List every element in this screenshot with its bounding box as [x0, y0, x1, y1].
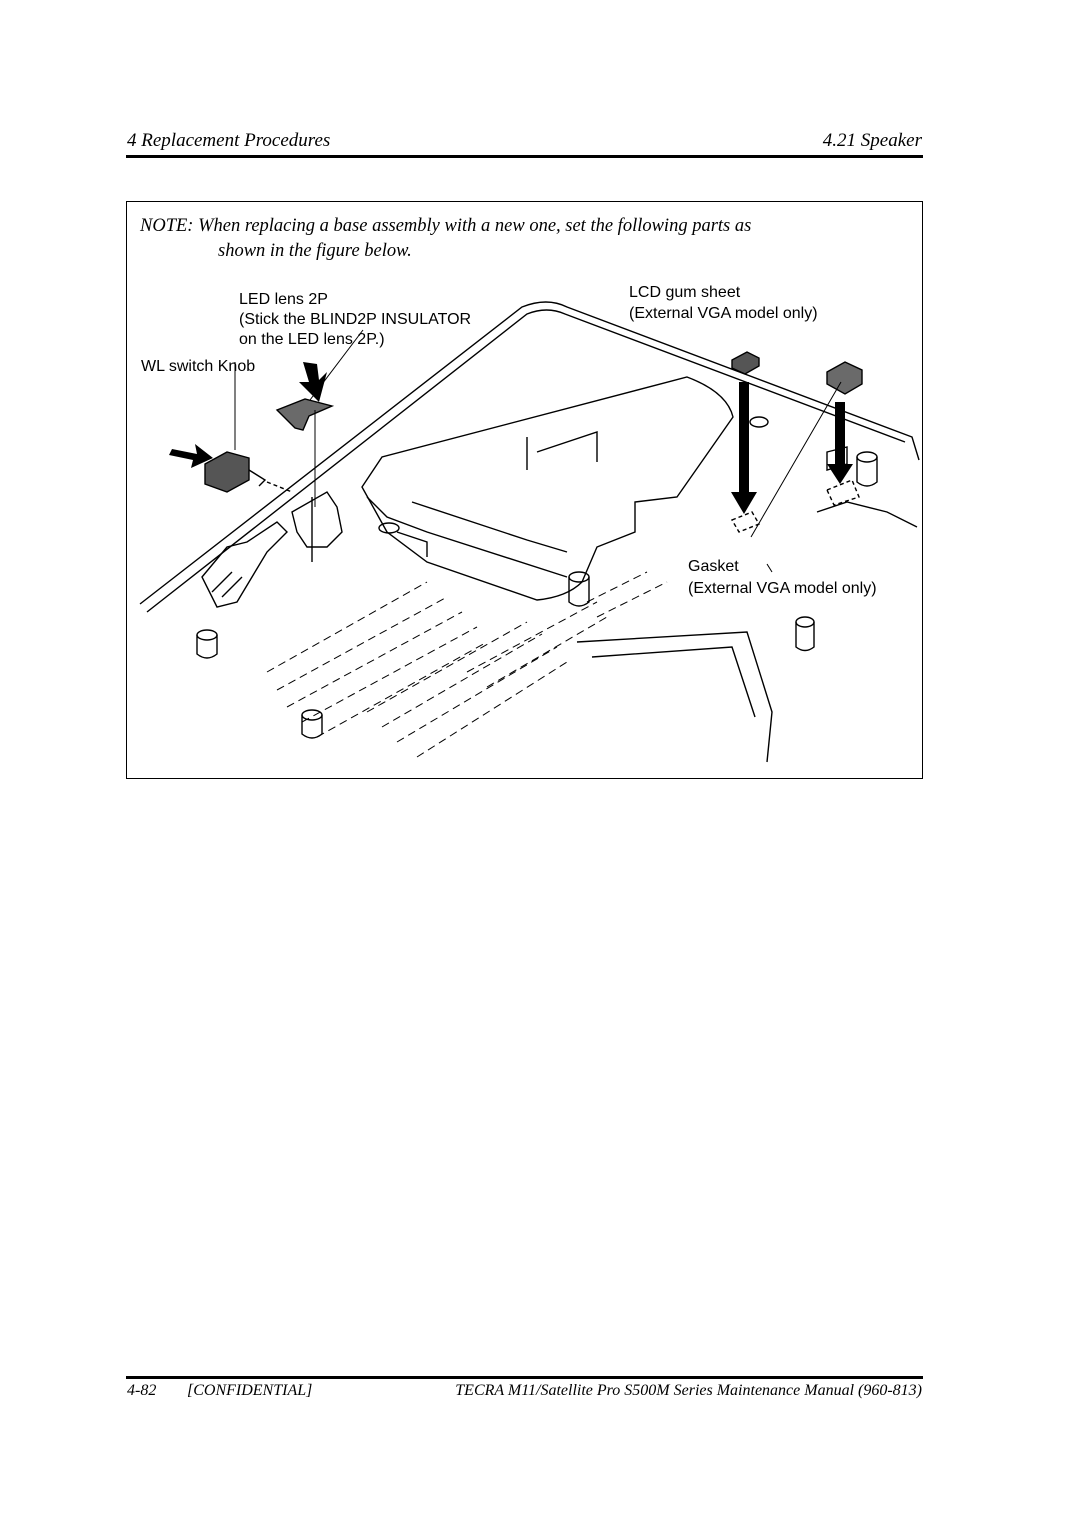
header-rule — [126, 155, 923, 158]
screw-boss-group — [196, 416, 878, 739]
base-inner-edge — [146, 309, 906, 613]
label-gasket: Gasket — [688, 558, 739, 575]
label-led-lens-note-2: on the LED lens 2P.) — [239, 331, 385, 348]
gasket-part — [826, 361, 863, 395]
header-section: 4.21 Speaker — [822, 130, 922, 151]
note-text: NOTE: When replacing a base assembly wit… — [140, 214, 910, 264]
led-bracket — [291, 491, 343, 548]
note-box — [126, 201, 923, 779]
footer-page-number: 4-82 — [127, 1382, 157, 1399]
footer-manual-title: TECRA M11/Satellite Pro S500M Series Mai… — [455, 1382, 922, 1399]
label-wl-switch-knob: WL switch Knob — [141, 358, 256, 375]
touchpad-outline — [576, 631, 773, 763]
led-lens-part — [275, 398, 335, 431]
label-led-lens: LED lens 2P — [239, 291, 328, 308]
base-outer-edge — [139, 301, 920, 605]
wl-switch-knob — [204, 451, 250, 493]
label-lcd-gum-sheet: LCD gum sheet — [629, 284, 741, 301]
base-assembly-diagram — [139, 301, 920, 763]
footer-rule — [126, 1376, 923, 1379]
lcd-gum-sheet-part — [731, 351, 760, 375]
footer-confidential: [CONFIDENTIAL] — [187, 1382, 313, 1399]
label-gasket-note: (External VGA model only) — [688, 580, 877, 597]
note-line-1: NOTE: When replacing a base assembly wit… — [140, 216, 752, 236]
shelf-outline — [361, 376, 734, 601]
install-arrows — [169, 362, 853, 514]
connector-left — [201, 521, 288, 608]
header-chapter: 4 Replacement Procedures — [127, 130, 331, 151]
label-led-lens-note-1: (Stick the BLIND2P INSULATOR — [239, 311, 472, 328]
label-lcd-gum-sheet-note: (External VGA model only) — [629, 305, 818, 322]
note-line-2: shown in the figure below. — [218, 241, 412, 261]
